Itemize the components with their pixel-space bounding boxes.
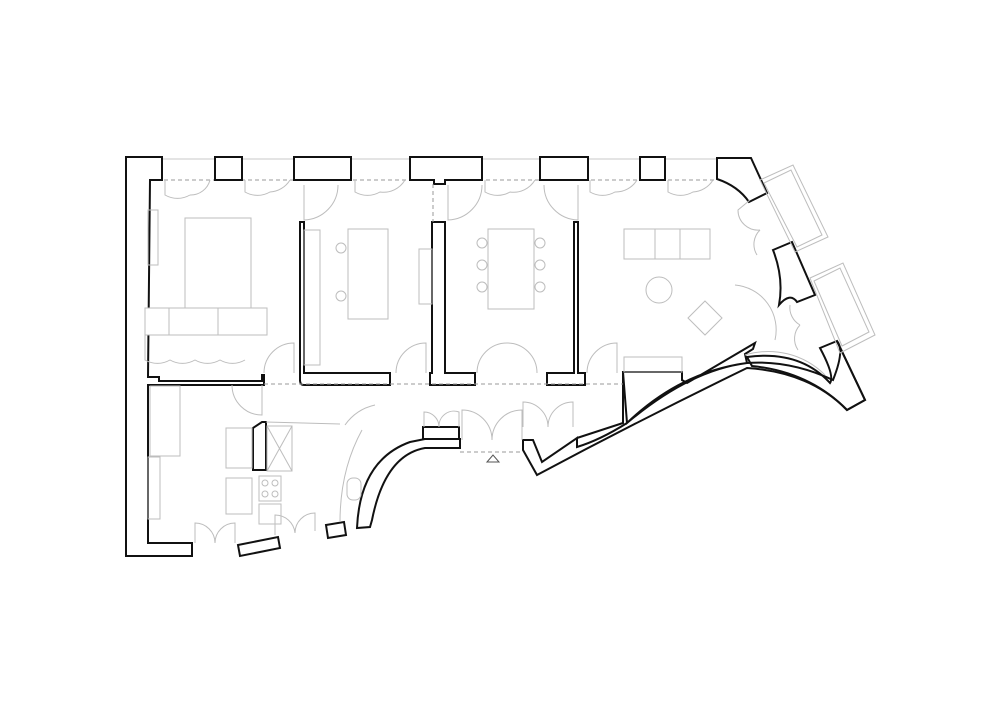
partition-wall (299, 221, 391, 386)
kitchen-wall (252, 421, 267, 471)
chair (476, 237, 488, 249)
balcony (759, 164, 829, 253)
sideboard (303, 229, 321, 366)
console (623, 356, 683, 373)
wardrobe (144, 307, 268, 336)
sofa (623, 228, 711, 260)
pier (639, 156, 666, 181)
side-table (687, 300, 723, 336)
stove (258, 475, 282, 502)
partition-wall (546, 221, 586, 386)
balcony (809, 262, 876, 354)
bottom-wall (236, 535, 282, 558)
south-wall (522, 340, 867, 477)
vanity (147, 456, 161, 520)
cabinet (418, 248, 433, 305)
bay-pier (771, 240, 817, 309)
partition-wall (429, 221, 476, 386)
oven (258, 503, 282, 525)
pier (409, 156, 483, 185)
furniture (144, 209, 723, 525)
pier (214, 156, 243, 181)
bathtub (149, 385, 181, 457)
bed (184, 217, 252, 309)
doors (144, 179, 826, 544)
left-wall (125, 156, 265, 557)
exterior-walls (125, 156, 867, 558)
entry-pier (422, 426, 460, 440)
chair (335, 242, 347, 254)
interior-walls (264, 184, 623, 453)
desk-table (347, 228, 389, 320)
balconies (759, 164, 876, 354)
kitchen-counter (266, 425, 293, 472)
toilet (346, 477, 362, 501)
pier (293, 156, 352, 181)
bottom-pier (324, 520, 348, 540)
pier (539, 156, 589, 181)
sink (225, 477, 253, 515)
entrance-marker-icon (485, 454, 501, 463)
coffee-table (645, 276, 673, 304)
sink (225, 427, 253, 469)
shelf (147, 209, 159, 266)
corner-pier (716, 157, 769, 204)
curved-wall (355, 438, 461, 530)
dining-table (487, 228, 535, 310)
